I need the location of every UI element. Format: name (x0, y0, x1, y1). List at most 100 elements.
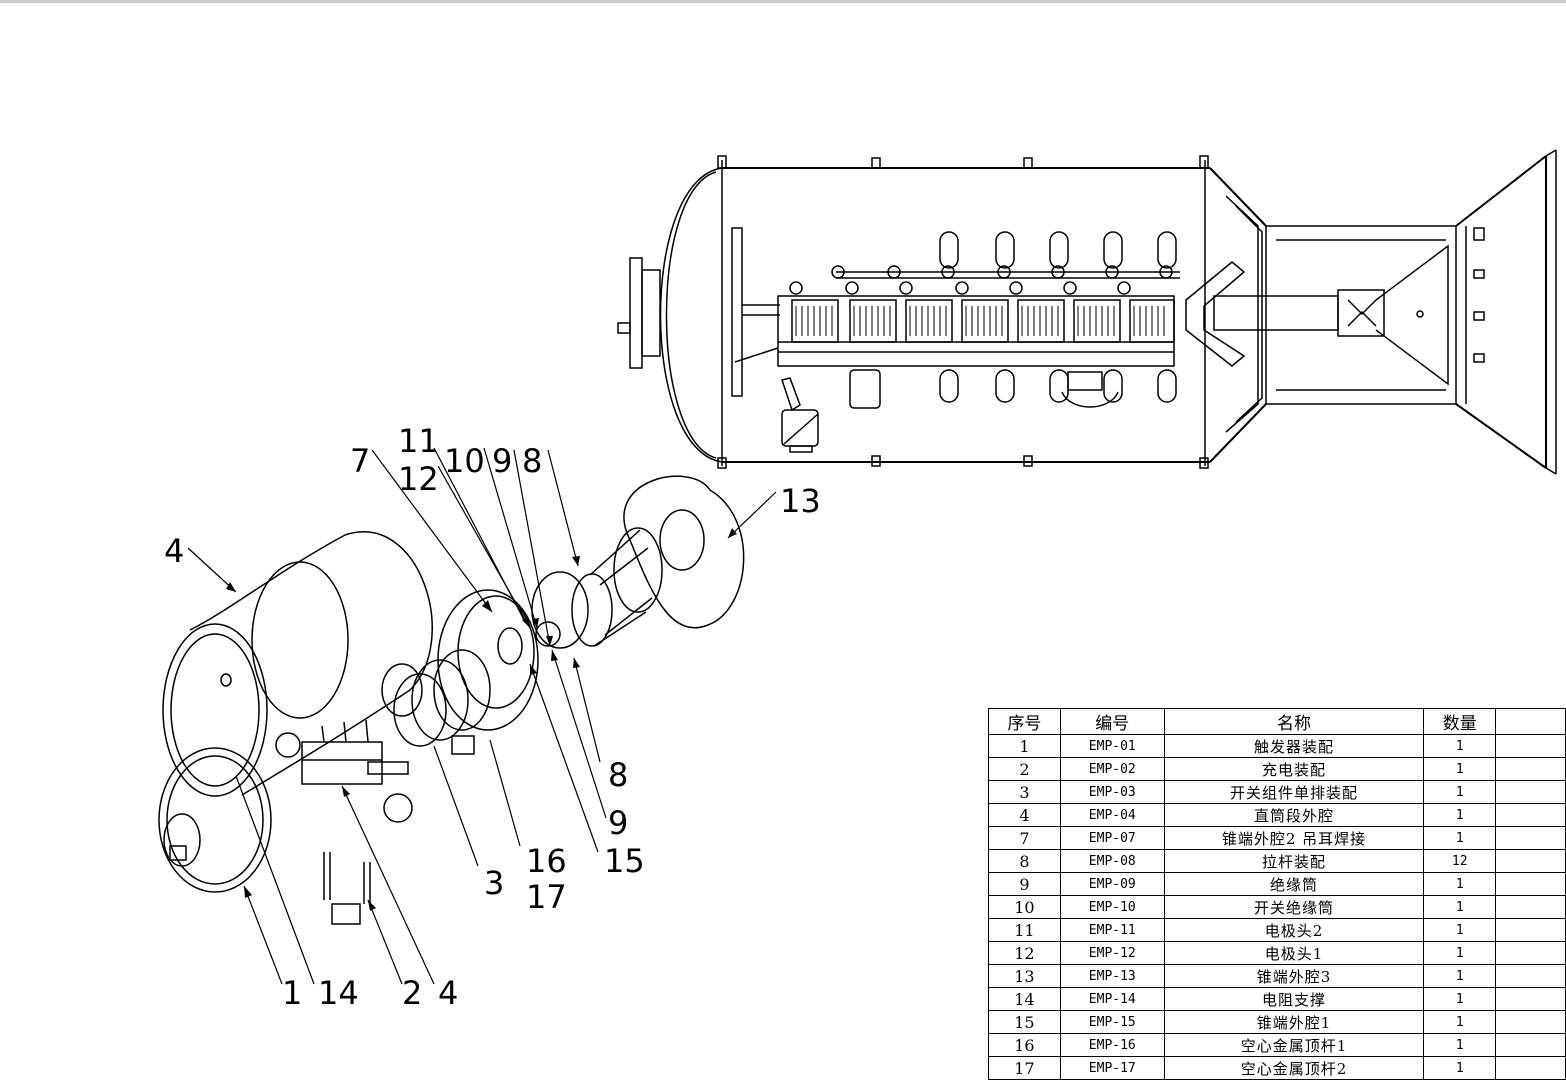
arrowheads (226, 528, 737, 911)
cell-code: EMP-12 (1059, 941, 1165, 965)
cell-name: 开关组件单排装配 (1163, 780, 1425, 804)
exploded-view (158, 475, 745, 925)
callout-13: 13 (780, 482, 821, 520)
cell-remark (1495, 803, 1566, 827)
cell-index: 16 (988, 1033, 1061, 1057)
cell-remark (1495, 849, 1566, 873)
cell-name: 拉杆装配 (1163, 849, 1425, 873)
cell-index: 9 (988, 872, 1061, 896)
section-view (617, 149, 1557, 475)
cell-code: EMP-10 (1059, 895, 1165, 919)
cell-remark (1495, 918, 1566, 942)
cell-quantity: 1 (1423, 941, 1497, 965)
header-name: 名称 (1163, 708, 1425, 735)
capacitors-top (789, 231, 1180, 295)
cell-remark (1495, 757, 1566, 781)
header-remark (1495, 708, 1566, 735)
cell-index: 2 (988, 757, 1061, 781)
cell-remark (1495, 895, 1566, 919)
callout-4b: 4 (438, 974, 458, 1012)
cell-quantity: 1 (1423, 918, 1497, 942)
cell-code: EMP-09 (1059, 872, 1165, 896)
callout-4: 4 (164, 532, 184, 570)
cell-remark (1495, 1056, 1566, 1080)
cell-index: 7 (988, 826, 1061, 850)
callout-8: 8 (522, 442, 542, 480)
cell-remark (1495, 780, 1566, 804)
cell-index: 3 (988, 780, 1061, 804)
cell-name: 开关绝缘筒 (1163, 895, 1425, 919)
cell-remark (1495, 734, 1566, 758)
cell-quantity: 1 (1423, 964, 1497, 988)
cell-quantity: 12 (1423, 849, 1497, 873)
bom-header-row: 序号 编号 名称 数量 (988, 708, 1566, 735)
header-index: 序号 (988, 708, 1061, 735)
header-code: 编号 (1059, 708, 1165, 735)
cell-name: 空心金属顶杆1 (1163, 1033, 1425, 1057)
cell-code: EMP-02 (1059, 757, 1165, 781)
capacitors-bottom (849, 369, 1177, 409)
cell-quantity: 1 (1423, 872, 1497, 896)
header-quantity: 数量 (1423, 708, 1497, 735)
cell-code: EMP-03 (1059, 780, 1165, 804)
cell-name: 触发器装配 (1163, 734, 1425, 758)
cell-index: 11 (988, 918, 1061, 942)
cell-quantity: 1 (1423, 1056, 1497, 1080)
cell-code: EMP-17 (1059, 1056, 1165, 1080)
cell-index: 14 (988, 987, 1061, 1011)
cell-code: EMP-04 (1059, 803, 1165, 827)
cell-quantity: 1 (1423, 826, 1497, 850)
cell-name: 空心金属顶杆2 (1163, 1056, 1425, 1080)
cell-index: 8 (988, 849, 1061, 873)
cell-remark (1495, 1033, 1566, 1057)
cell-remark (1495, 1010, 1566, 1034)
cell-quantity: 1 (1423, 1010, 1497, 1034)
cell-quantity: 1 (1423, 734, 1497, 758)
cell-quantity: 1 (1423, 780, 1497, 804)
cell-code: EMP-14 (1059, 987, 1165, 1011)
cell-name: 充电装配 (1163, 757, 1425, 781)
cell-name: 锥端外腔3 (1163, 964, 1425, 988)
callout-12: 12 (398, 460, 439, 498)
cell-code: EMP-16 (1059, 1033, 1165, 1057)
cell-name: 电极头1 (1163, 941, 1425, 965)
cell-code: EMP-07 (1059, 826, 1165, 850)
cell-quantity: 1 (1423, 987, 1497, 1011)
callout-17: 17 (526, 878, 567, 916)
top-border (0, 0, 1566, 3)
cell-name: 锥端外腔2 吊耳焊接 (1163, 826, 1425, 850)
callout-labels: 7 11 12 10 9 8 13 4 8 9 15 16 17 3 1 14 … (164, 422, 821, 1012)
cell-index: 10 (988, 895, 1061, 919)
cell-code: EMP-08 (1059, 849, 1165, 873)
cell-name: 电阻支撑 (1163, 987, 1425, 1011)
cell-quantity: 1 (1423, 803, 1497, 827)
callout-7: 7 (350, 442, 370, 480)
cell-remark (1495, 964, 1566, 988)
callout-10: 10 (444, 442, 485, 480)
callout-15: 15 (604, 842, 645, 880)
callout-14: 14 (318, 974, 359, 1012)
cell-index: 12 (988, 941, 1061, 965)
callout-8b: 8 (608, 756, 628, 794)
cell-code: EMP-11 (1059, 918, 1165, 942)
cell-remark (1495, 826, 1566, 850)
callout-11: 11 (398, 422, 439, 460)
cell-remark (1495, 987, 1566, 1011)
cell-name: 绝缘筒 (1163, 872, 1425, 896)
cell-quantity: 1 (1423, 1033, 1497, 1057)
cell-index: 1 (988, 734, 1061, 758)
